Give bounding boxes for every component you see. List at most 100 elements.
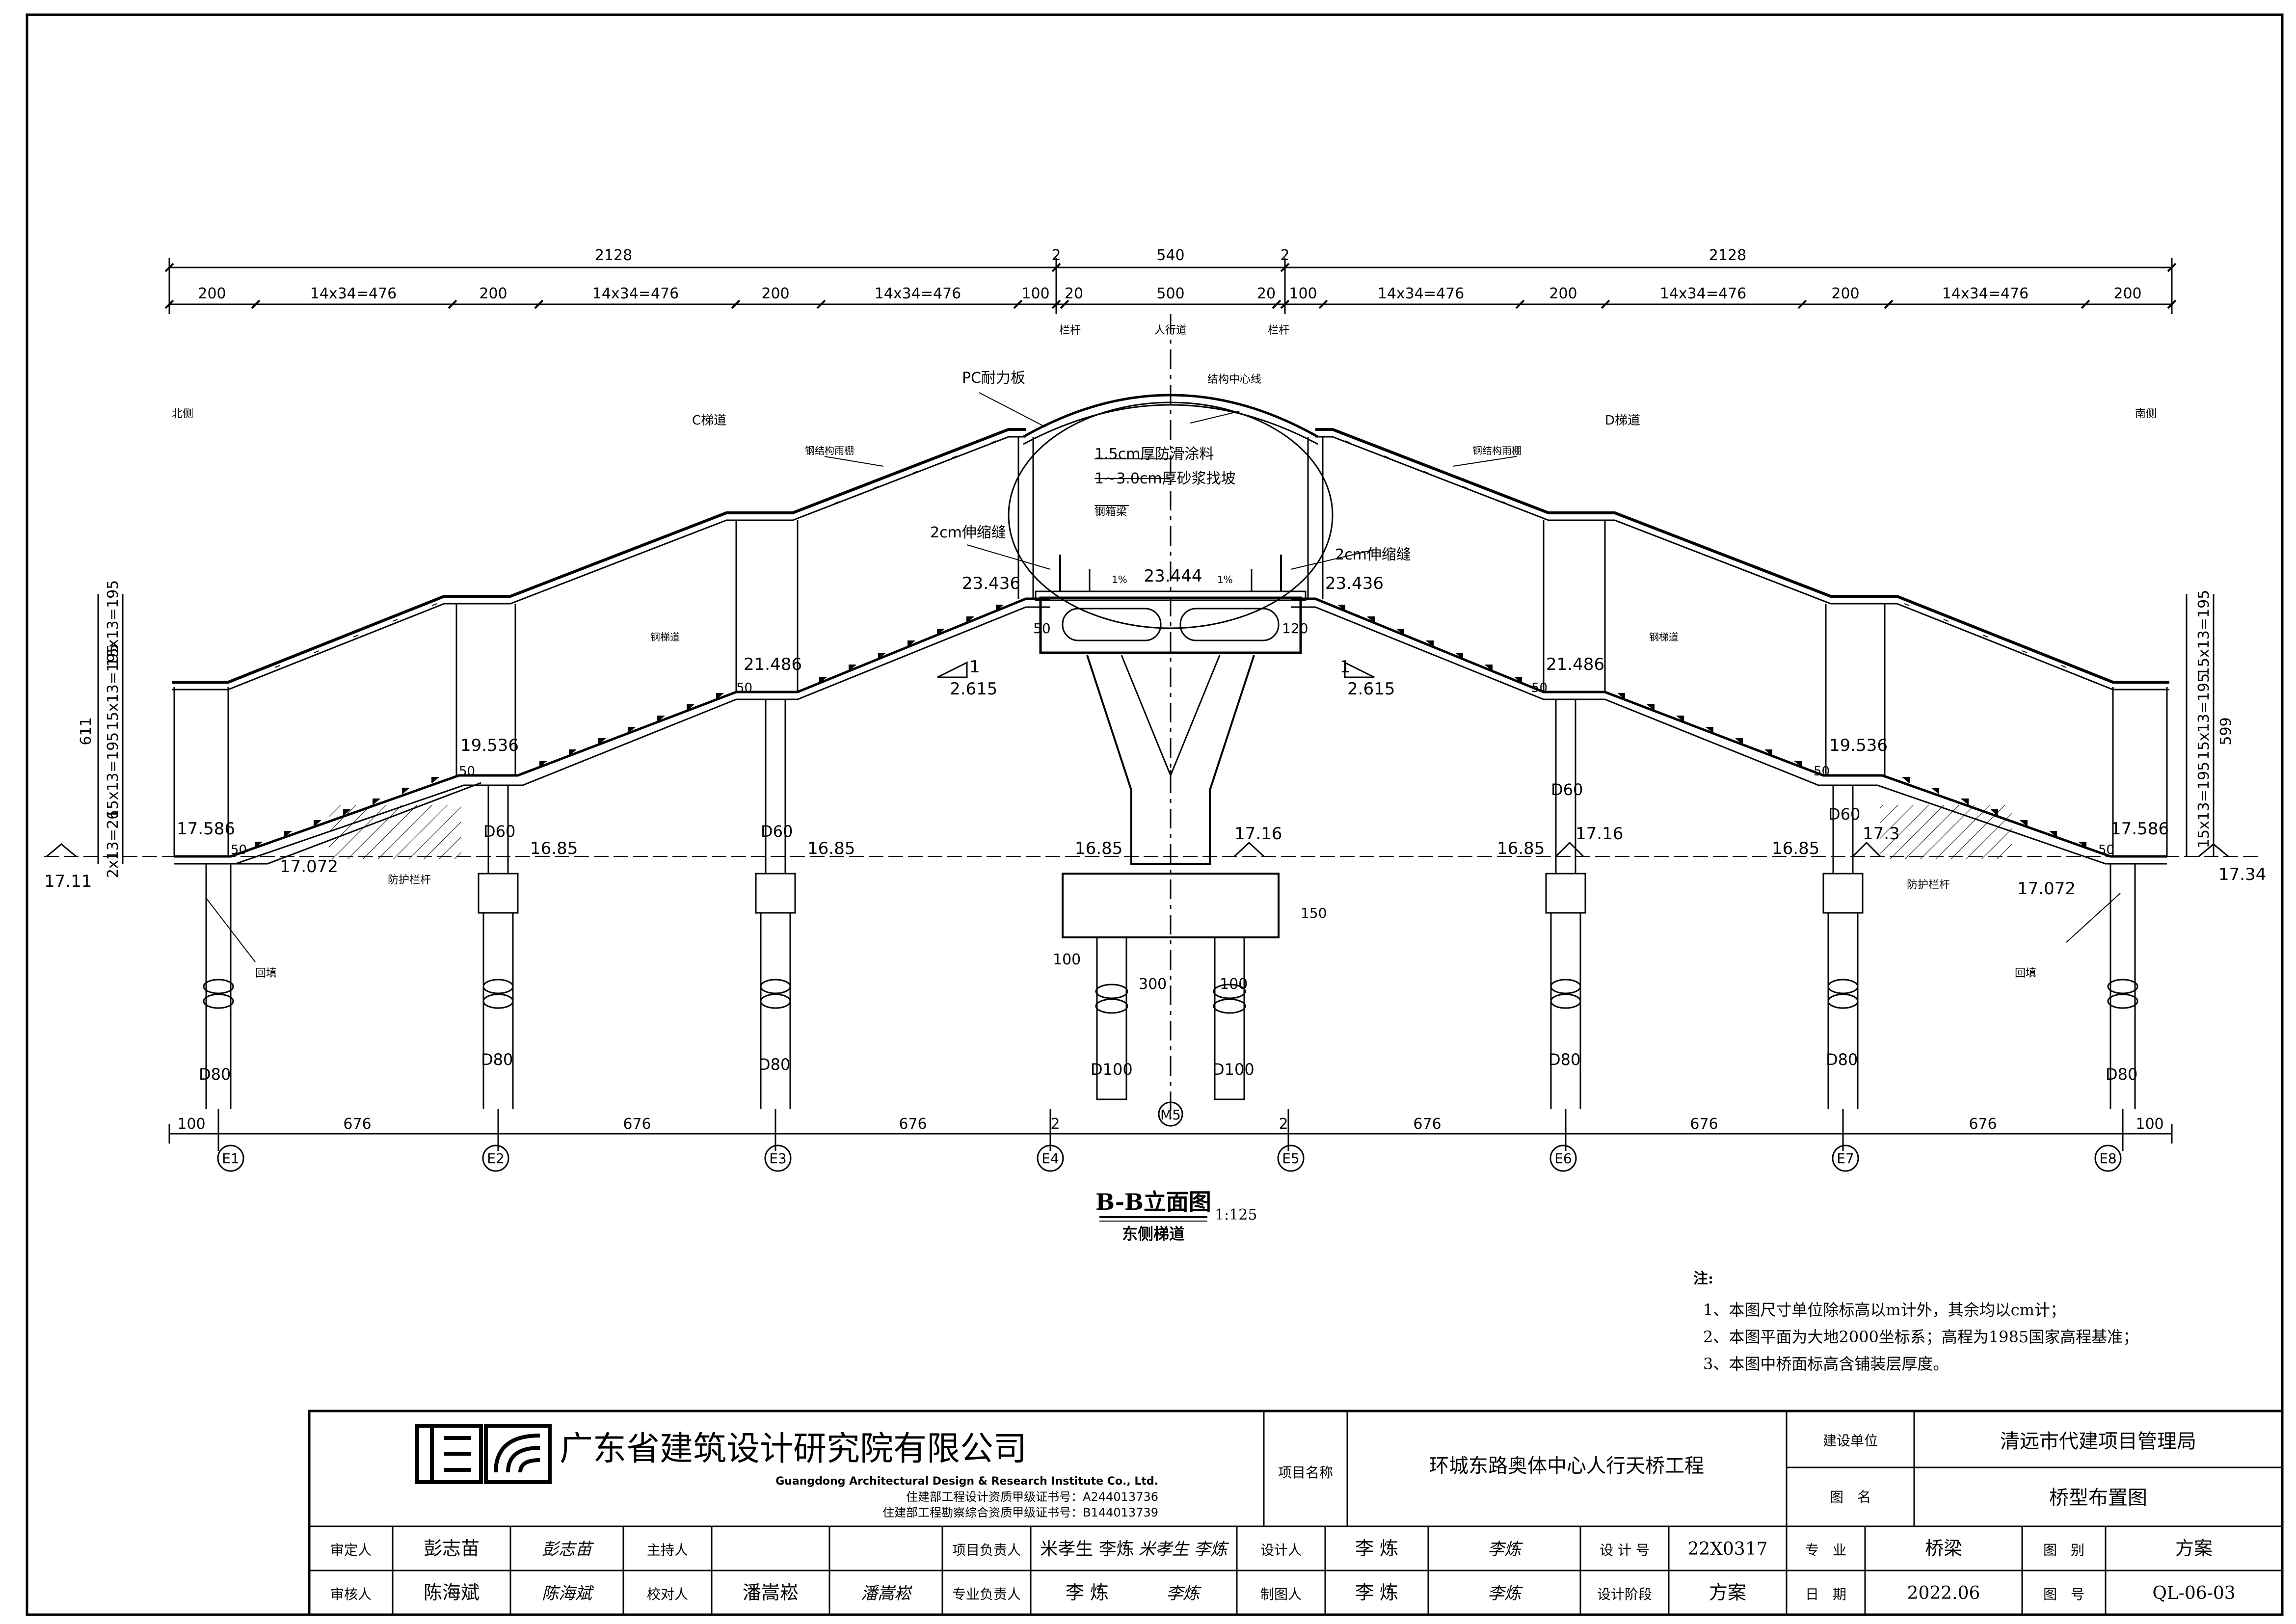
- slope-ratio: 2.615: [1347, 679, 1395, 699]
- drafter-label: 制图人: [1260, 1586, 1302, 1602]
- dim-bottom: 676: [343, 1116, 371, 1133]
- drafter-signature: 李炼: [1488, 1584, 1523, 1603]
- dim-seg: 200: [1549, 285, 1577, 302]
- axis-e5: E5: [1282, 1150, 1300, 1167]
- approver-signature: 彭志苗: [542, 1540, 594, 1559]
- cert-design: 住建部工程设计资质甲级证书号：A244013736: [906, 1490, 1158, 1504]
- label-joint-right: 2cm伸缩缝: [1335, 546, 1411, 563]
- elev-grade: 16.85: [807, 839, 855, 858]
- dim-seg: 200: [761, 285, 789, 302]
- label-north: 北侧: [172, 408, 193, 420]
- label-canopy-left: 钢结构雨棚: [805, 445, 854, 456]
- label-dim100: 100: [1053, 951, 1081, 968]
- label-steel-beam: 钢箱梁: [1095, 506, 1127, 518]
- design-no-label: 设 计 号: [1600, 1542, 1650, 1558]
- drafter-name: 李 炼: [1355, 1582, 1398, 1603]
- company-name-cn: 广东省建筑设计研究院有限公司: [560, 1430, 1027, 1468]
- title-block: 广东省建筑设计研究院有限公司 Guangdong Architectural D…: [308, 1410, 2284, 1616]
- label-dim50: 50: [736, 681, 752, 695]
- drawing-name: 桥型布置图: [2049, 1487, 2147, 1509]
- label-d-stair: D梯道: [1605, 413, 1640, 428]
- approver-label: 审定人: [330, 1542, 372, 1558]
- label-d60: D60: [761, 822, 793, 841]
- bottom-dimensions: 100 676 676 676 2 2 676 676 676 100 E1 E…: [168, 1109, 2173, 1172]
- notes-title: 注:: [1693, 1270, 1713, 1287]
- dim-seg: 14x34=476: [1660, 285, 1747, 302]
- elev-base-right: 17.586: [2110, 819, 2169, 839]
- slope-label: 1%: [1112, 574, 1127, 586]
- label-joint-left: 2cm伸缩缝: [930, 524, 1006, 541]
- drawing-no: QL-06-03: [2152, 1583, 2235, 1603]
- dim-seg: 200: [479, 285, 507, 302]
- stage: 方案: [1709, 1582, 1746, 1603]
- client-label: 建设单位: [1823, 1433, 1878, 1449]
- project-lead-label: 项目负责人: [952, 1542, 1021, 1558]
- date-label: 日 期: [1805, 1586, 1846, 1602]
- label-dim50: 50: [1033, 620, 1051, 637]
- approver-name: 彭志苗: [424, 1538, 480, 1559]
- dim-bottom: 100: [2136, 1116, 2163, 1133]
- dim-seg: 500: [1156, 285, 1184, 302]
- reviewer-label: 审核人: [330, 1586, 372, 1602]
- dim-seg: 20: [1257, 285, 1276, 302]
- side-dimensions: 611 15x13=195 15x13=195 15x13=195 2x13=2…: [78, 580, 2235, 878]
- elev-deck-center: 23.444: [1144, 566, 1202, 586]
- checker-name: 潘嵩崧: [743, 1582, 799, 1603]
- elev-landing1-left: 19.536: [460, 736, 519, 755]
- label-dim50: 50: [1531, 681, 1548, 695]
- category-label: 图 别: [2043, 1542, 2084, 1558]
- label-screed: 1~3.0cm厚砂浆找坡: [1095, 470, 1236, 487]
- dim-height-left: 611: [78, 717, 95, 745]
- label-dim300: 300: [1139, 976, 1167, 993]
- dim-bottom: 676: [1413, 1116, 1441, 1133]
- label-dim50: 50: [1814, 764, 1830, 779]
- label-backfill-left: 回填: [255, 967, 277, 980]
- axis-e7: E7: [1837, 1150, 1854, 1167]
- label-d60: D60: [1828, 805, 1860, 824]
- label-dim100: 100: [1220, 976, 1248, 993]
- slope-ratio: 1: [1340, 657, 1351, 677]
- elev-e6-ground: 17.16: [1575, 824, 1623, 844]
- designer-label: 设计人: [1260, 1542, 1302, 1558]
- elev-grade: 16.85: [1772, 839, 1819, 858]
- elev-deck-left: 23.436: [962, 574, 1020, 593]
- reviewer-name: 陈海斌: [424, 1582, 480, 1603]
- label-c-stair: C梯道: [692, 413, 726, 428]
- elev-ground-far-left: 17.11: [44, 872, 92, 891]
- dim-bottom: 676: [899, 1116, 927, 1133]
- dim-seg: 200: [2113, 285, 2141, 302]
- elev-ground-l1: 17.072: [280, 857, 338, 877]
- label-railing-left: 栏杆: [1059, 324, 1081, 337]
- pier-label: M5: [1160, 1107, 1181, 1123]
- label-dim120: 120: [1282, 620, 1308, 637]
- project-lead-signature: 米孝生 李炼: [1139, 1540, 1229, 1559]
- stage-label: 设计阶段: [1597, 1586, 1652, 1602]
- label-stair-left: 钢梯道: [650, 631, 680, 643]
- dim-gap-right: 2: [1280, 247, 1289, 264]
- label-d80: D80: [481, 1050, 513, 1069]
- dim-bottom: 676: [623, 1116, 651, 1133]
- note-2: 2、本图平面为大地2000坐标系；高程为1985国家高程基准；: [1703, 1328, 2138, 1346]
- view-title-scale: 1:125: [1215, 1206, 1257, 1224]
- view-title: B-B立面图 1:125 东侧梯道: [1095, 1189, 1257, 1243]
- note-1: 1、本图尺寸单位除标高以m计外，其余均以cm计；: [1703, 1301, 2066, 1319]
- dim-step: 15x13=195: [105, 580, 122, 667]
- axis-e8: E8: [2099, 1150, 2117, 1167]
- elev-e7-ground: 17.3: [1863, 824, 1900, 844]
- dim-step: 2x13=26: [105, 810, 122, 878]
- elev-landing2-left: 21.486: [744, 655, 802, 674]
- label-guardrail-left: 防护栏杆: [388, 874, 431, 886]
- label-stair-right: 钢梯道: [1649, 631, 1679, 643]
- dim-step: 15x13=195: [105, 732, 122, 819]
- label-waterproof: 1.5cm厚防滑涂料: [1095, 446, 1214, 463]
- dim-seg: 14x34=476: [1378, 285, 1465, 302]
- category: 方案: [2175, 1538, 2213, 1559]
- dim-step: 15x13=195: [2195, 590, 2213, 677]
- elev-pier-ground: 17.16: [1234, 824, 1282, 844]
- view-title-sub: 东侧梯道: [1122, 1225, 1185, 1243]
- label-railing-right: 栏杆: [1268, 324, 1289, 337]
- elev-deck-right: 23.436: [1325, 574, 1384, 593]
- bridge-structure: [44, 314, 2258, 1119]
- structure-labels: 栏杆 人行道 栏杆 PC耐力板 结构中心线 1.5cm厚防滑涂料 1~3.0cm…: [44, 324, 2266, 1127]
